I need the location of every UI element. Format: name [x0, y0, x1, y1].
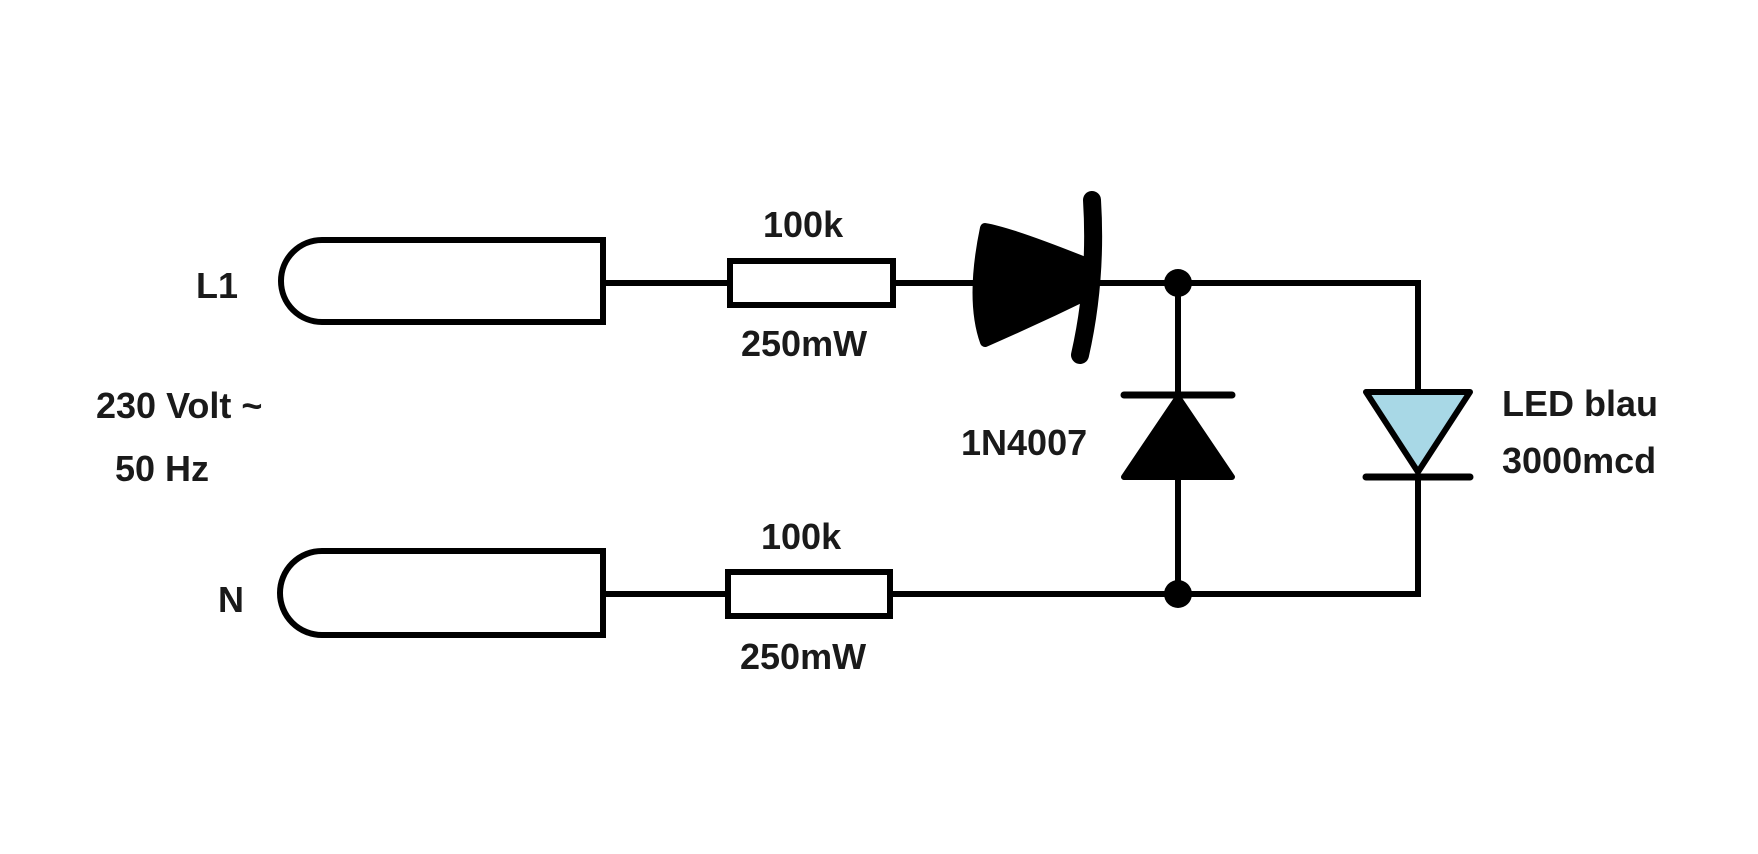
- led-blue-icon: [1362, 389, 1474, 481]
- resistor-1: [727, 258, 896, 308]
- diode-1n4007-icon: [1120, 391, 1236, 480]
- label-r1-power: 250mW: [741, 323, 867, 364]
- label-supply-voltage: 230 Volt ~: [96, 385, 262, 426]
- label-r2-value: 100k: [761, 516, 842, 557]
- label-supply-frequency: 50 Hz: [115, 448, 209, 489]
- label-r2-power: 250mW: [740, 636, 866, 677]
- junction-dot-top: [1164, 269, 1192, 297]
- plug-prong-n: [277, 548, 606, 638]
- label-led-intensity: 3000mcd: [1502, 440, 1656, 481]
- label-led-name: LED blau: [1502, 383, 1658, 424]
- series-diode-icon: [972, 191, 1103, 364]
- label-l1: L1: [196, 265, 238, 306]
- label-n: N: [218, 579, 244, 620]
- label-r1-value: 100k: [763, 204, 844, 245]
- label-diode: 1N4007: [961, 422, 1087, 463]
- plug-prong-l1: [278, 237, 606, 325]
- junction-dot-bottom: [1164, 580, 1192, 608]
- resistor-2: [725, 569, 893, 619]
